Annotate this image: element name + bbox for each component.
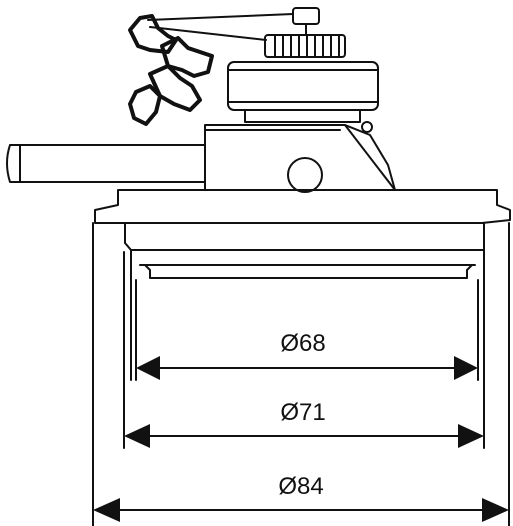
arrowhead-84-right [482,498,509,522]
arrowhead-68-left [136,356,160,380]
arrowhead-68-right [454,356,478,380]
linkage-rod [147,13,294,41]
linkage-chain [128,14,214,126]
arrowhead-71-right [458,424,484,448]
extension-lines [92,222,510,526]
dimension-label-68: Ø68 [280,330,325,357]
top-flange [94,189,511,224]
arrowhead-84-left [93,498,120,522]
arrowhead-71-left [124,424,150,448]
dimension-label-71: Ø71 [280,399,325,426]
dimension-label-84: Ø84 [278,473,323,500]
knurled-knob [264,7,346,58]
adjustment-drum [227,61,379,123]
side-pipe [6,144,206,183]
lower-body [124,222,485,449]
main-body [204,121,396,193]
